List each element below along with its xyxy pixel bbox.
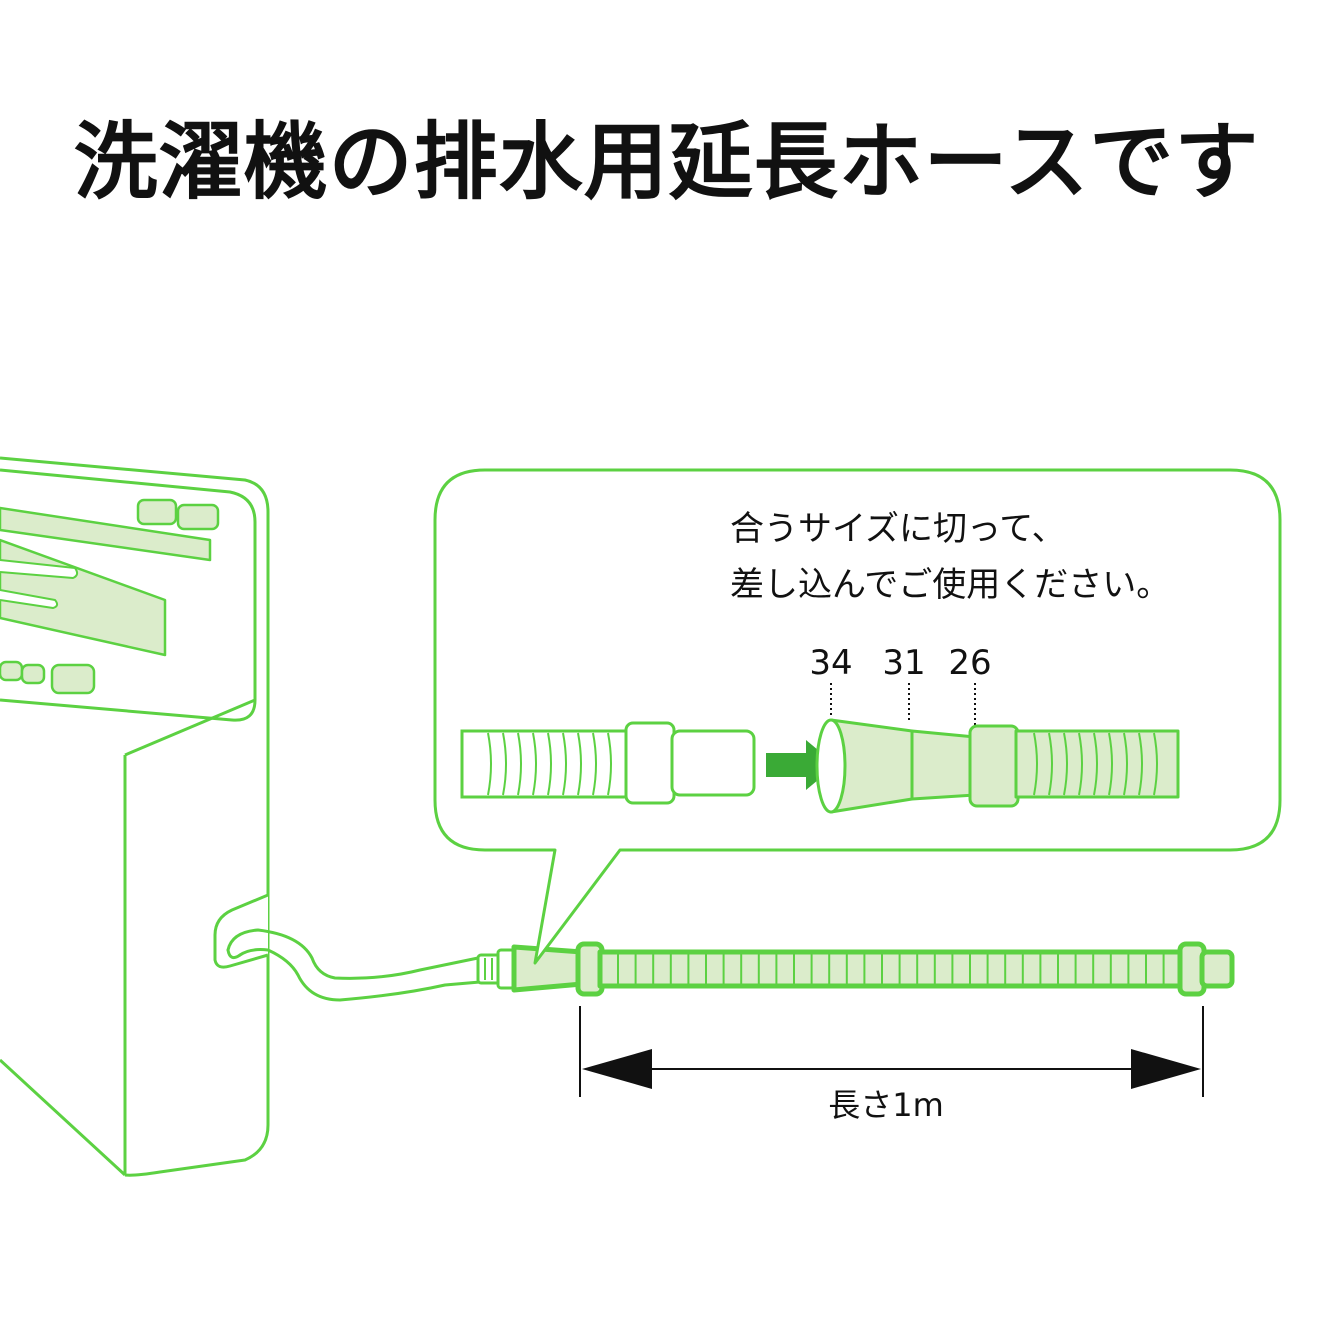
hose-rib xyxy=(1063,732,1068,796)
length-label: 長さ1m xyxy=(828,1086,944,1124)
size-label-31: 31 xyxy=(882,643,925,683)
hose-rib xyxy=(1048,732,1053,796)
hose-rib xyxy=(1153,732,1158,796)
hose-rib xyxy=(1033,732,1038,796)
hose-rib xyxy=(1093,732,1098,796)
washing-machine xyxy=(0,456,270,1177)
length-dimension xyxy=(579,1006,1204,1097)
hose-rib xyxy=(1108,732,1113,796)
drain-hose xyxy=(226,928,482,1002)
size-label-26: 26 xyxy=(948,643,991,683)
hose-rib xyxy=(1138,732,1143,796)
hose-rib xyxy=(532,732,537,796)
hose-rib xyxy=(547,732,552,796)
callout-hose-left xyxy=(460,721,756,805)
hose-rib xyxy=(487,732,492,796)
callout-bubble xyxy=(433,468,1282,965)
hose-rib xyxy=(607,732,612,796)
extension-hose xyxy=(511,941,1235,997)
callout-text-line2: 差し込んでご使用ください。 xyxy=(730,565,1170,605)
length-arrow-right-icon xyxy=(1131,1049,1201,1089)
hose-rib xyxy=(1078,732,1083,796)
drain-hose-connector xyxy=(476,948,516,990)
hose-rib xyxy=(562,732,567,796)
callout-text-line1: 合うサイズに切って、 xyxy=(730,509,1066,549)
hose-rib xyxy=(577,732,582,796)
hose-rib xyxy=(1123,732,1128,796)
hose-rib xyxy=(517,732,522,796)
page-title: 洗濯機の排水用延長ホースです xyxy=(73,113,1260,211)
callout-hose-right xyxy=(815,718,1180,814)
hose-rib xyxy=(592,732,597,796)
hose-rib xyxy=(502,732,507,796)
size-label-34: 34 xyxy=(809,643,852,683)
size-leader-lines xyxy=(830,683,976,728)
length-arrow-left-icon xyxy=(582,1049,652,1089)
